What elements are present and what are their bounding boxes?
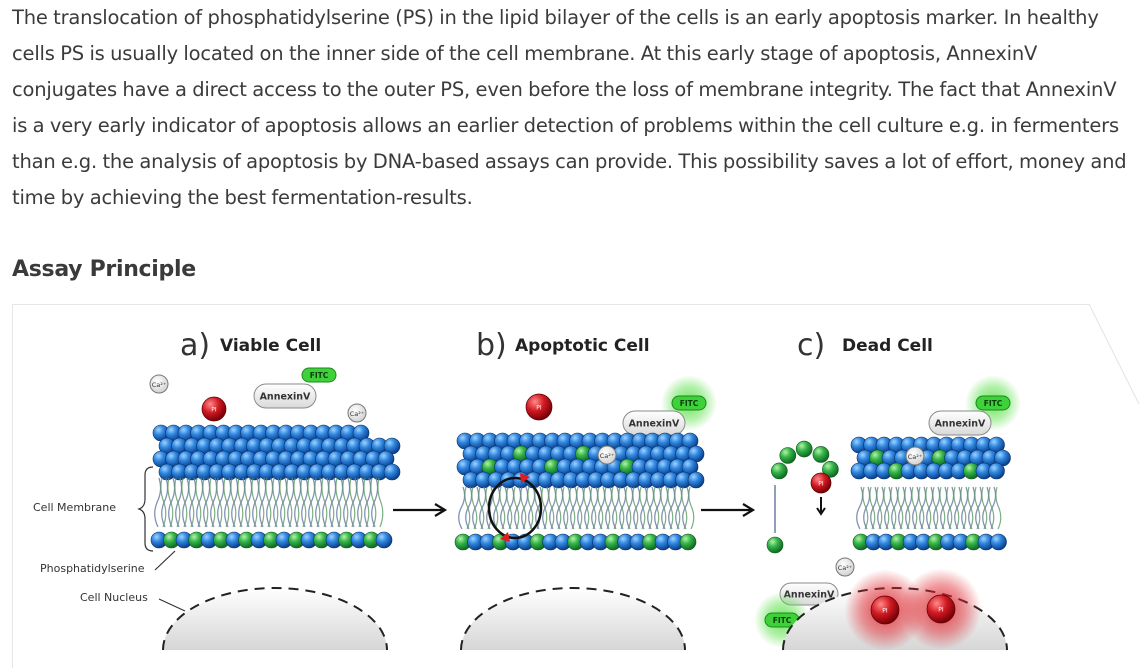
calcium-ion: [905, 446, 925, 466]
annexin-label: AnnexinV: [260, 392, 311, 403]
label-cell-nucleus: Cell Nucleus: [80, 591, 148, 604]
calcium-label: Ca²⁺: [838, 564, 853, 572]
lipid-head: [383, 463, 401, 481]
intro-line: than e.g. the analysis of apoptosis by D…: [12, 150, 1127, 173]
lipid-head: [375, 531, 393, 549]
intro-line: is a very early indicator of apoptosis a…: [12, 114, 1119, 137]
fitc-label: FITC: [680, 399, 699, 408]
calcium-label: Ca²⁺: [152, 381, 167, 389]
ps-head: [812, 446, 830, 463]
calcium-ion: [597, 445, 617, 465]
fitc-label: FITC: [310, 371, 329, 380]
fitc-pill: [975, 395, 1011, 411]
lipid-head: [988, 462, 1005, 480]
pi-label: PI: [818, 481, 824, 488]
intro-line: time by achieving the best fermentation-…: [12, 186, 473, 209]
nucleus-body: [461, 588, 685, 650]
label-cell-membrane: Cell Membrane: [33, 501, 116, 514]
membrane-brace: [137, 466, 154, 552]
panel-title: Viable Cell: [220, 336, 321, 356]
nucleus-membrane: [162, 587, 388, 651]
leader-line: [158, 598, 186, 612]
calcium-label: Ca²⁺: [350, 410, 365, 418]
pi-label: PI: [882, 608, 888, 615]
annexin-pill: [253, 383, 317, 409]
annexin-pill: [928, 410, 992, 436]
nucleus-body: [163, 588, 387, 650]
fitc-label: FITC: [773, 616, 792, 625]
calcium-ion: [149, 374, 169, 394]
flip-arrow-head: [500, 532, 510, 542]
transition-arrow: [393, 503, 448, 517]
intro-line: The translocation of phosphatidylserine …: [12, 6, 1099, 29]
lipid-head: [990, 533, 1007, 551]
ps-head: [766, 536, 784, 554]
transition-arrow: [701, 503, 756, 517]
ps-head: [795, 440, 813, 458]
lipid-head: [687, 471, 705, 489]
lipid-tail: [995, 486, 1002, 530]
panel-letter: a): [180, 328, 210, 363]
panel-title: Dead Cell: [842, 336, 933, 356]
pi-label: PI: [938, 607, 944, 614]
section-title: Assay Principle: [12, 257, 196, 282]
ps-head: [771, 462, 788, 480]
calcium-label: Ca²⁺: [908, 453, 923, 461]
pi-molecule: [525, 393, 553, 421]
ps-head: [679, 533, 697, 551]
ps-head: [779, 447, 797, 464]
fitc-label: FITC: [984, 399, 1003, 408]
fitc-pill: [301, 367, 337, 383]
lipid-tail: [458, 486, 466, 530]
ps-head: [822, 461, 839, 478]
calcium-ion: [835, 557, 855, 577]
intro-line: conjugates have a direct access to the o…: [12, 78, 1117, 101]
lipid-tail: [377, 477, 384, 528]
pi-label: PI: [211, 407, 217, 414]
intro-paragraph: The translocation of phosphatidylserine …: [12, 0, 1132, 216]
lipid-tail: [688, 486, 695, 530]
pi-entry-arrow: [816, 497, 826, 516]
nucleus-membrane: [460, 587, 686, 651]
calcium-label: Ca²⁺: [600, 452, 615, 460]
pi-molecule: [810, 472, 832, 494]
fitc-pill: [671, 395, 707, 411]
pi-molecule: [926, 594, 956, 624]
flip-arrow: [487, 476, 543, 540]
annexin-label: AnnexinV: [935, 419, 986, 430]
panel-title: Apoptotic Cell: [515, 336, 650, 356]
panel-letter: c): [797, 328, 825, 363]
label-phosphatidylserine: Phosphatidylserine: [40, 562, 145, 575]
pi-label: PI: [536, 405, 542, 412]
lipid-tail: [154, 477, 162, 528]
panel-letter: b): [476, 328, 507, 363]
pi-molecule: [201, 396, 227, 422]
flip-arrow-head: [520, 473, 530, 483]
pi-molecule: [870, 595, 900, 625]
lipid-tail: [856, 486, 864, 530]
intro-line: cells PS is usually located on the inner…: [12, 42, 1038, 65]
leader-line: [154, 550, 176, 571]
page-fold-edge: [1089, 304, 1139, 405]
annexin-label: AnnexinV: [784, 590, 835, 601]
annexin-label: AnnexinV: [629, 419, 680, 430]
calcium-ion: [347, 403, 367, 423]
